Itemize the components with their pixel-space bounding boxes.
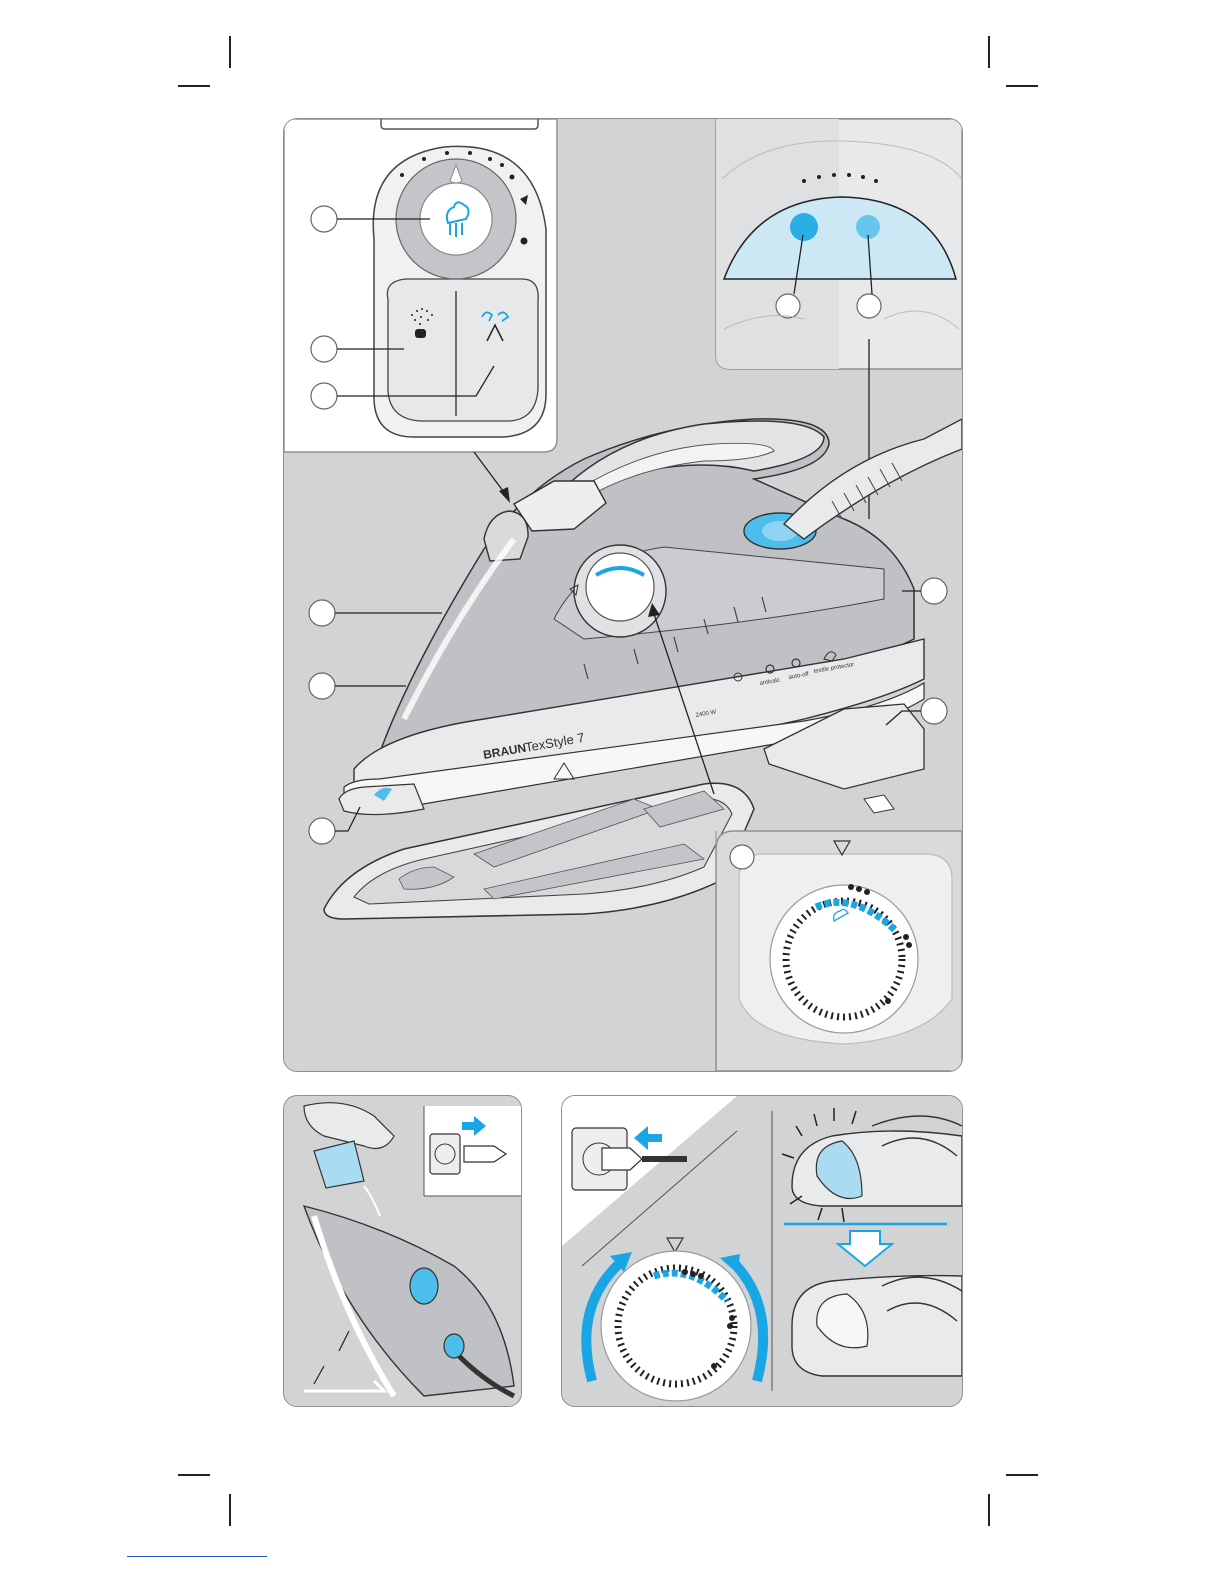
footer-link-underline: [127, 1556, 267, 1557]
iron-overview-figure: BRAUN TexStyle 7 2400 W anticalc auto-of…: [283, 118, 963, 1072]
crop-mark: [1006, 1474, 1038, 1476]
heating-illustration: [562, 1096, 962, 1406]
crop-mark: [1006, 85, 1038, 87]
heating-figure: [561, 1095, 963, 1407]
socket-icon: [430, 1134, 460, 1174]
filling-illustration: [284, 1096, 521, 1406]
crop-mark: [229, 1494, 231, 1526]
iron-illustration: BRAUN TexStyle 7 2400 W anticalc auto-of…: [284, 119, 962, 1071]
crop-mark: [178, 85, 210, 87]
crop-mark: [988, 1494, 990, 1526]
crop-mark: [229, 36, 231, 68]
filling-figure: [283, 1095, 522, 1407]
crop-mark: [178, 1474, 210, 1476]
crop-mark: [988, 36, 990, 68]
